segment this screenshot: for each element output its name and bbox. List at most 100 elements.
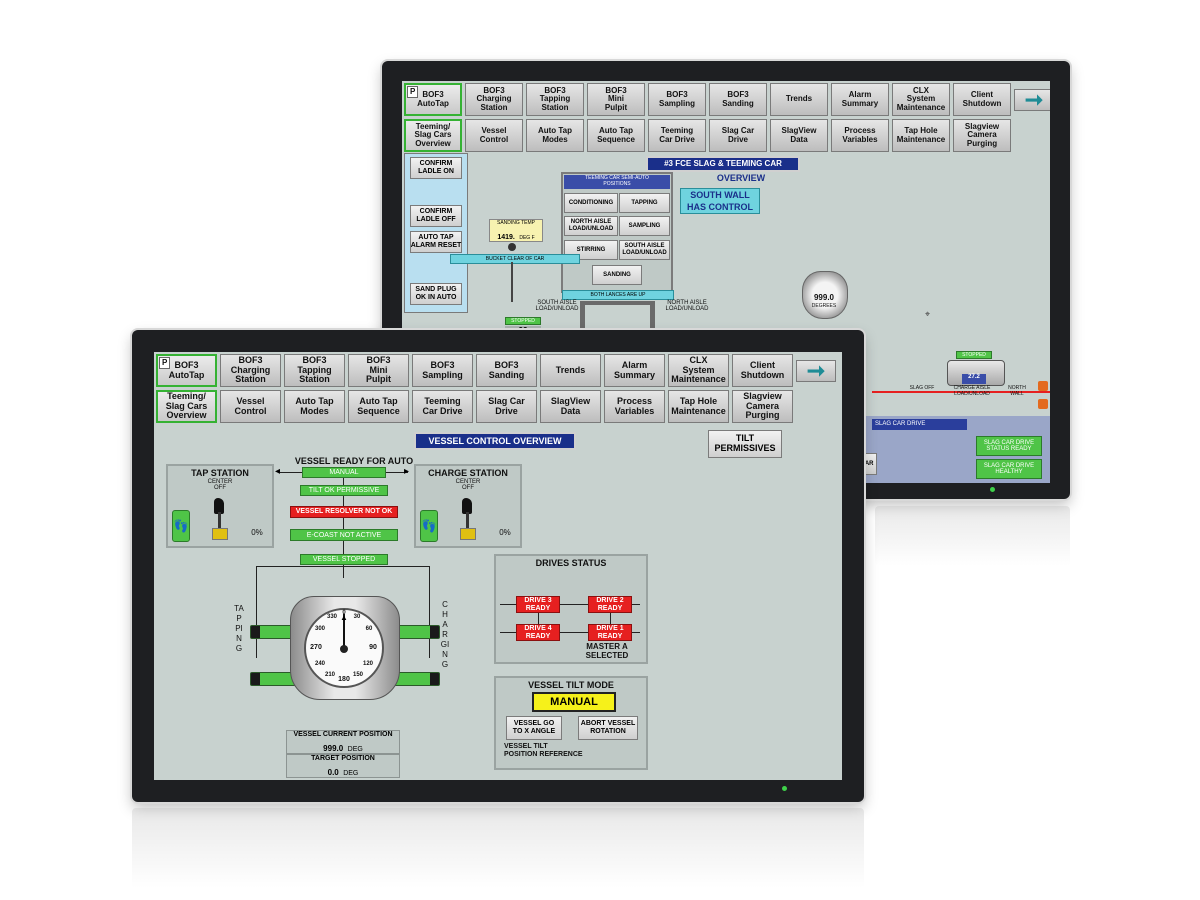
front-nav-mini-pulpit[interactable]: BOF3 Mini Pulpit <box>348 354 409 387</box>
front-nav-teeming-car-drive[interactable]: Teeming Car Drive <box>412 390 473 423</box>
charge-aisle-label: CHARGE AISLE LOAD/UNLOAD <box>953 385 991 397</box>
autotap-alarm-reset-button[interactable]: AUTO TAP ALARM RESET <box>410 231 462 253</box>
front-next-arrow-icon[interactable]: ➞ <box>796 359 836 383</box>
front-nav-alarm-summary[interactable]: Alarm Summary <box>604 354 665 387</box>
back-nav-tapping[interactable]: BOF3 Tapping Station <box>526 83 584 116</box>
back-nav-teeming-car-drive[interactable]: Teeming Car Drive <box>648 119 706 152</box>
status-tilt-ok: TILT OK PERMISSIVE <box>300 485 388 496</box>
pos-tapping-button[interactable]: TAPPING <box>619 193 670 213</box>
tap-motor-lower <box>250 672 296 686</box>
dial-tick-30: 30 <box>353 614 361 620</box>
drives-hline-2 <box>500 632 640 633</box>
front-nav-sampling[interactable]: BOF3 Sampling <box>412 354 473 387</box>
back-next-arrow-icon[interactable]: ➞ <box>1014 88 1050 112</box>
front-nav-charging[interactable]: BOF3 Charging Station <box>220 354 281 387</box>
back-degrees-label: DEGREES <box>811 303 837 309</box>
vessel-go-to-angle-button[interactable]: VESSEL GO TO X ANGLE <box>506 716 562 740</box>
pos-north-aisle-button[interactable]: NORTH AISLE LOAD/UNLOAD <box>564 216 618 236</box>
back-nav-mini-pulpit[interactable]: BOF3 Mini Pulpit <box>587 83 645 116</box>
back-nav-slagview-data[interactable]: SlagView Data <box>770 119 828 152</box>
back-nav-autotap-sequence[interactable]: Auto Tap Sequence <box>587 119 645 152</box>
confirm-ladle-off-button[interactable]: CONFIRM LADLE OFF <box>410 205 462 227</box>
pos-south-aisle-button[interactable]: SOUTH AISLE LOAD/UNLOAD <box>619 240 670 260</box>
right-car-stopped-badge: STOPPED <box>956 351 992 359</box>
back-nav-teeming-overview[interactable]: Teeming/ Slag Cars Overview <box>404 119 462 152</box>
slag-car-icon-2 <box>1038 399 1048 409</box>
lance-rod <box>511 262 513 302</box>
back-page-title: #3 FCE SLAG & TEEMING CAR <box>646 156 800 172</box>
back-nav-client-shutdown[interactable]: Client Shutdown <box>953 83 1011 116</box>
back-nav-sanding[interactable]: BOF3 Sanding <box>709 83 767 116</box>
pos-conditioning-button[interactable]: CONDITIONING <box>564 193 618 213</box>
slag-healthy: SLAG CAR DRIVE HEALTHY <box>976 459 1042 479</box>
front-nav-camera-purging[interactable]: Slagview Camera Purging <box>732 390 793 423</box>
back-nav-clx-maintenance[interactable]: CLX System Maintenance <box>892 83 950 116</box>
sanding-temp-value: 1419. <box>497 234 515 241</box>
arrow-left-icon: ◂ <box>275 466 281 477</box>
status-connector <box>343 478 344 578</box>
front-nav-trends[interactable]: Trends <box>540 354 601 387</box>
front-nav-row2: Teeming/ Slag Cars Overview Vessel Contr… <box>156 390 793 423</box>
tilt-permissives-button[interactable]: TILT PERMISSIVES <box>708 430 782 458</box>
front-reflection <box>132 808 864 888</box>
back-nav-slag-car-drive[interactable]: Slag Car Drive <box>709 119 767 152</box>
pos-sampling-button[interactable]: SAMPLING <box>619 216 670 236</box>
front-nav-label: BOF3 AutoTap <box>168 360 205 380</box>
drive-2-status: DRIVE 2 READY <box>588 596 632 613</box>
tilt-mode-value: MANUAL <box>532 692 616 712</box>
frame-top <box>256 566 430 567</box>
dial-hub <box>340 645 348 653</box>
dial-tick-240: 240 <box>314 661 325 667</box>
back-page-subtitle: OVERVIEW <box>716 173 766 183</box>
dial-tick-180: 180 <box>338 676 350 683</box>
back-nav-autotap-modes[interactable]: Auto Tap Modes <box>526 119 584 152</box>
north-aisle-label: NORTH AISLE LOAD/UNLOAD <box>665 300 709 312</box>
dial-needle-tip: ▲ <box>340 613 348 622</box>
front-nav-tapping[interactable]: BOF3 Tapping Station <box>284 354 345 387</box>
dial-tick-210: 210 <box>324 672 335 678</box>
front-nav-tap-hole[interactable]: Tap Hole Maintenance <box>668 390 729 423</box>
pos-sanding-button[interactable]: SANDING <box>592 265 642 285</box>
north-wall-label: NORTH WALL <box>1008 385 1026 397</box>
south-aisle-label: SOUTH AISLE LOAD/UNLOAD <box>535 300 579 312</box>
abort-vessel-rotation-button[interactable]: ABORT VESSEL ROTATION <box>578 716 638 740</box>
drives-status-title: DRIVES STATUS <box>535 558 607 568</box>
target-position-value: 0.0 <box>327 768 339 777</box>
back-reflection <box>875 506 1070 566</box>
front-nav-slag-car-drive[interactable]: Slag Car Drive <box>476 390 537 423</box>
front-nav-process-variables[interactable]: Process Variables <box>604 390 665 423</box>
bucket-clear-bar: BUCKET CLEAR OF CAR <box>450 254 580 264</box>
front-nav-client-shutdown[interactable]: Client Shutdown <box>732 354 793 387</box>
front-nav-sanding[interactable]: BOF3 Sanding <box>476 354 537 387</box>
lance-icon <box>508 243 516 251</box>
front-nav-autotap-modes[interactable]: Auto Tap Modes <box>284 390 345 423</box>
front-nav-autotap-sequence[interactable]: Auto Tap Sequence <box>348 390 409 423</box>
back-nav-vessel-control[interactable]: Vessel Control <box>465 119 523 152</box>
target-position-unit: DEG <box>343 770 359 777</box>
back-nav-sampling[interactable]: BOF3 Sampling <box>648 83 706 116</box>
front-nav-teeming-overview[interactable]: Teeming/ Slag Cars Overview <box>156 390 217 423</box>
sand-plug-ok-button[interactable]: SAND PLUG OK IN AUTO <box>410 283 462 305</box>
back-nav-trends[interactable]: Trends <box>770 83 828 116</box>
drive-4-status: DRIVE 4 READY <box>516 624 560 641</box>
confirm-ladle-on-button[interactable]: CONFIRM LADLE ON <box>410 157 462 179</box>
charge-motor-lower <box>394 672 440 686</box>
teeming-car-stopped-badge: STOPPED <box>505 317 541 325</box>
back-nav-charging[interactable]: BOF3 Charging Station <box>465 83 523 116</box>
back-nav-process-variables[interactable]: Process Variables <box>831 119 889 152</box>
dial-tick-60: 60 <box>365 626 373 632</box>
back-nav-alarm-summary[interactable]: Alarm Summary <box>831 83 889 116</box>
back-nav-tap-hole[interactable]: Tap Hole Maintenance <box>892 119 950 152</box>
front-nav-clx-maintenance[interactable]: CLX System Maintenance <box>668 354 729 387</box>
current-position-unit: DEG <box>347 746 363 753</box>
tap-percent: 0% <box>251 528 263 537</box>
status-resolver: VESSEL RESOLVER NOT OK <box>290 506 398 518</box>
front-nav-slagview-data[interactable]: SlagView Data <box>540 390 601 423</box>
dial-tick-270: 270 <box>310 644 322 651</box>
dial-tick-150: 150 <box>352 672 363 678</box>
back-nav-camera-purging[interactable]: Slagview Camera Purging <box>953 119 1011 152</box>
slag-car-drive-title: SLAG CAR DRIVE <box>872 419 967 430</box>
front-nav-vessel-control[interactable]: Vessel Control <box>220 390 281 423</box>
